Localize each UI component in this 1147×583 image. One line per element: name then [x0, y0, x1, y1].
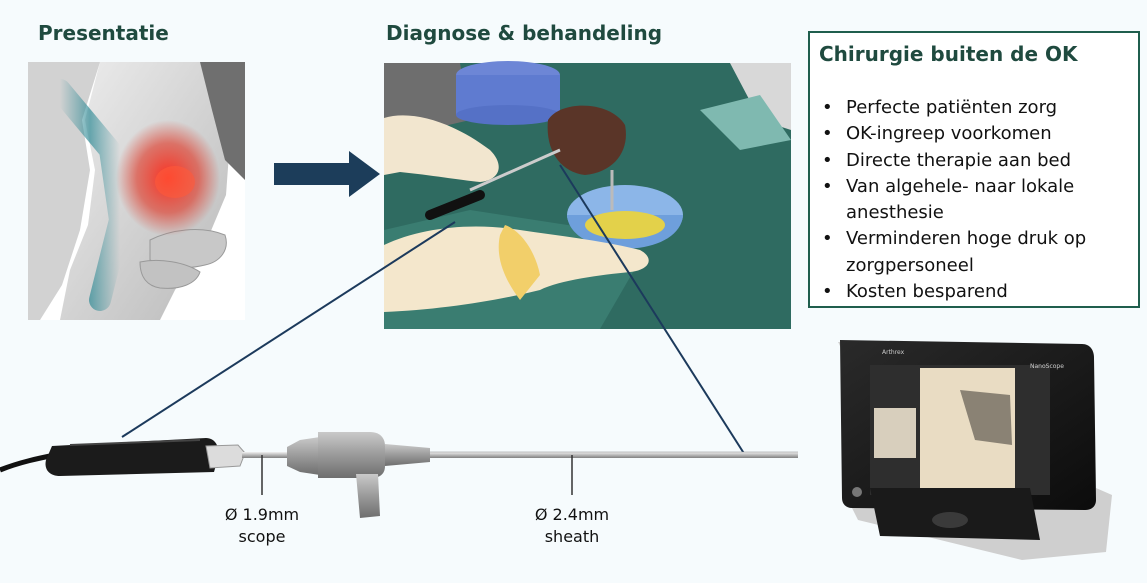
presentation-heading: Presentatie [38, 21, 169, 45]
tablet-product-text: NanoScope [1030, 363, 1064, 370]
flow-arrow [274, 151, 380, 197]
knee-photo [28, 62, 245, 320]
list-item: OK-ingreep voorkomen [822, 121, 1136, 148]
panel-title: Chirurgie buiten de OK [819, 42, 1078, 66]
diagnosis-heading: Diagnose & behandeling [386, 21, 663, 45]
sheath-size: Ø 2.4mm [534, 505, 610, 524]
tablet-brand-text: Arthrex [882, 349, 905, 356]
list-item: Directe therapie aan bed [822, 148, 1136, 175]
list-item: Van algehele- naar lokale anesthesie [822, 174, 1136, 227]
procedure-photo [384, 61, 791, 329]
sheath-label: sheath [544, 527, 600, 546]
benefits-list: Perfecte patiënten zorg OK-ingreep voork… [822, 95, 1136, 306]
nanoscope-tablet [838, 340, 1112, 560]
callout-line-handle [121, 221, 456, 438]
scope-label: scope [238, 527, 286, 546]
sheath-caption: Ø 2.4mm sheath [522, 504, 622, 548]
scope-caption: Ø 1.9mm scope [212, 504, 312, 548]
scope-size: Ø 1.9mm [224, 505, 300, 524]
list-item: Kosten besparend [822, 279, 1136, 306]
nanoscope-instrument [0, 432, 798, 518]
callout-line-tip [559, 164, 746, 456]
benefits-panel: Chirurgie buiten de OK Perfecte patiënte… [808, 31, 1140, 308]
list-item: Perfecte patiënten zorg [822, 95, 1136, 122]
list-item: Verminderen hoge druk op zorgpersoneel [822, 226, 1136, 279]
